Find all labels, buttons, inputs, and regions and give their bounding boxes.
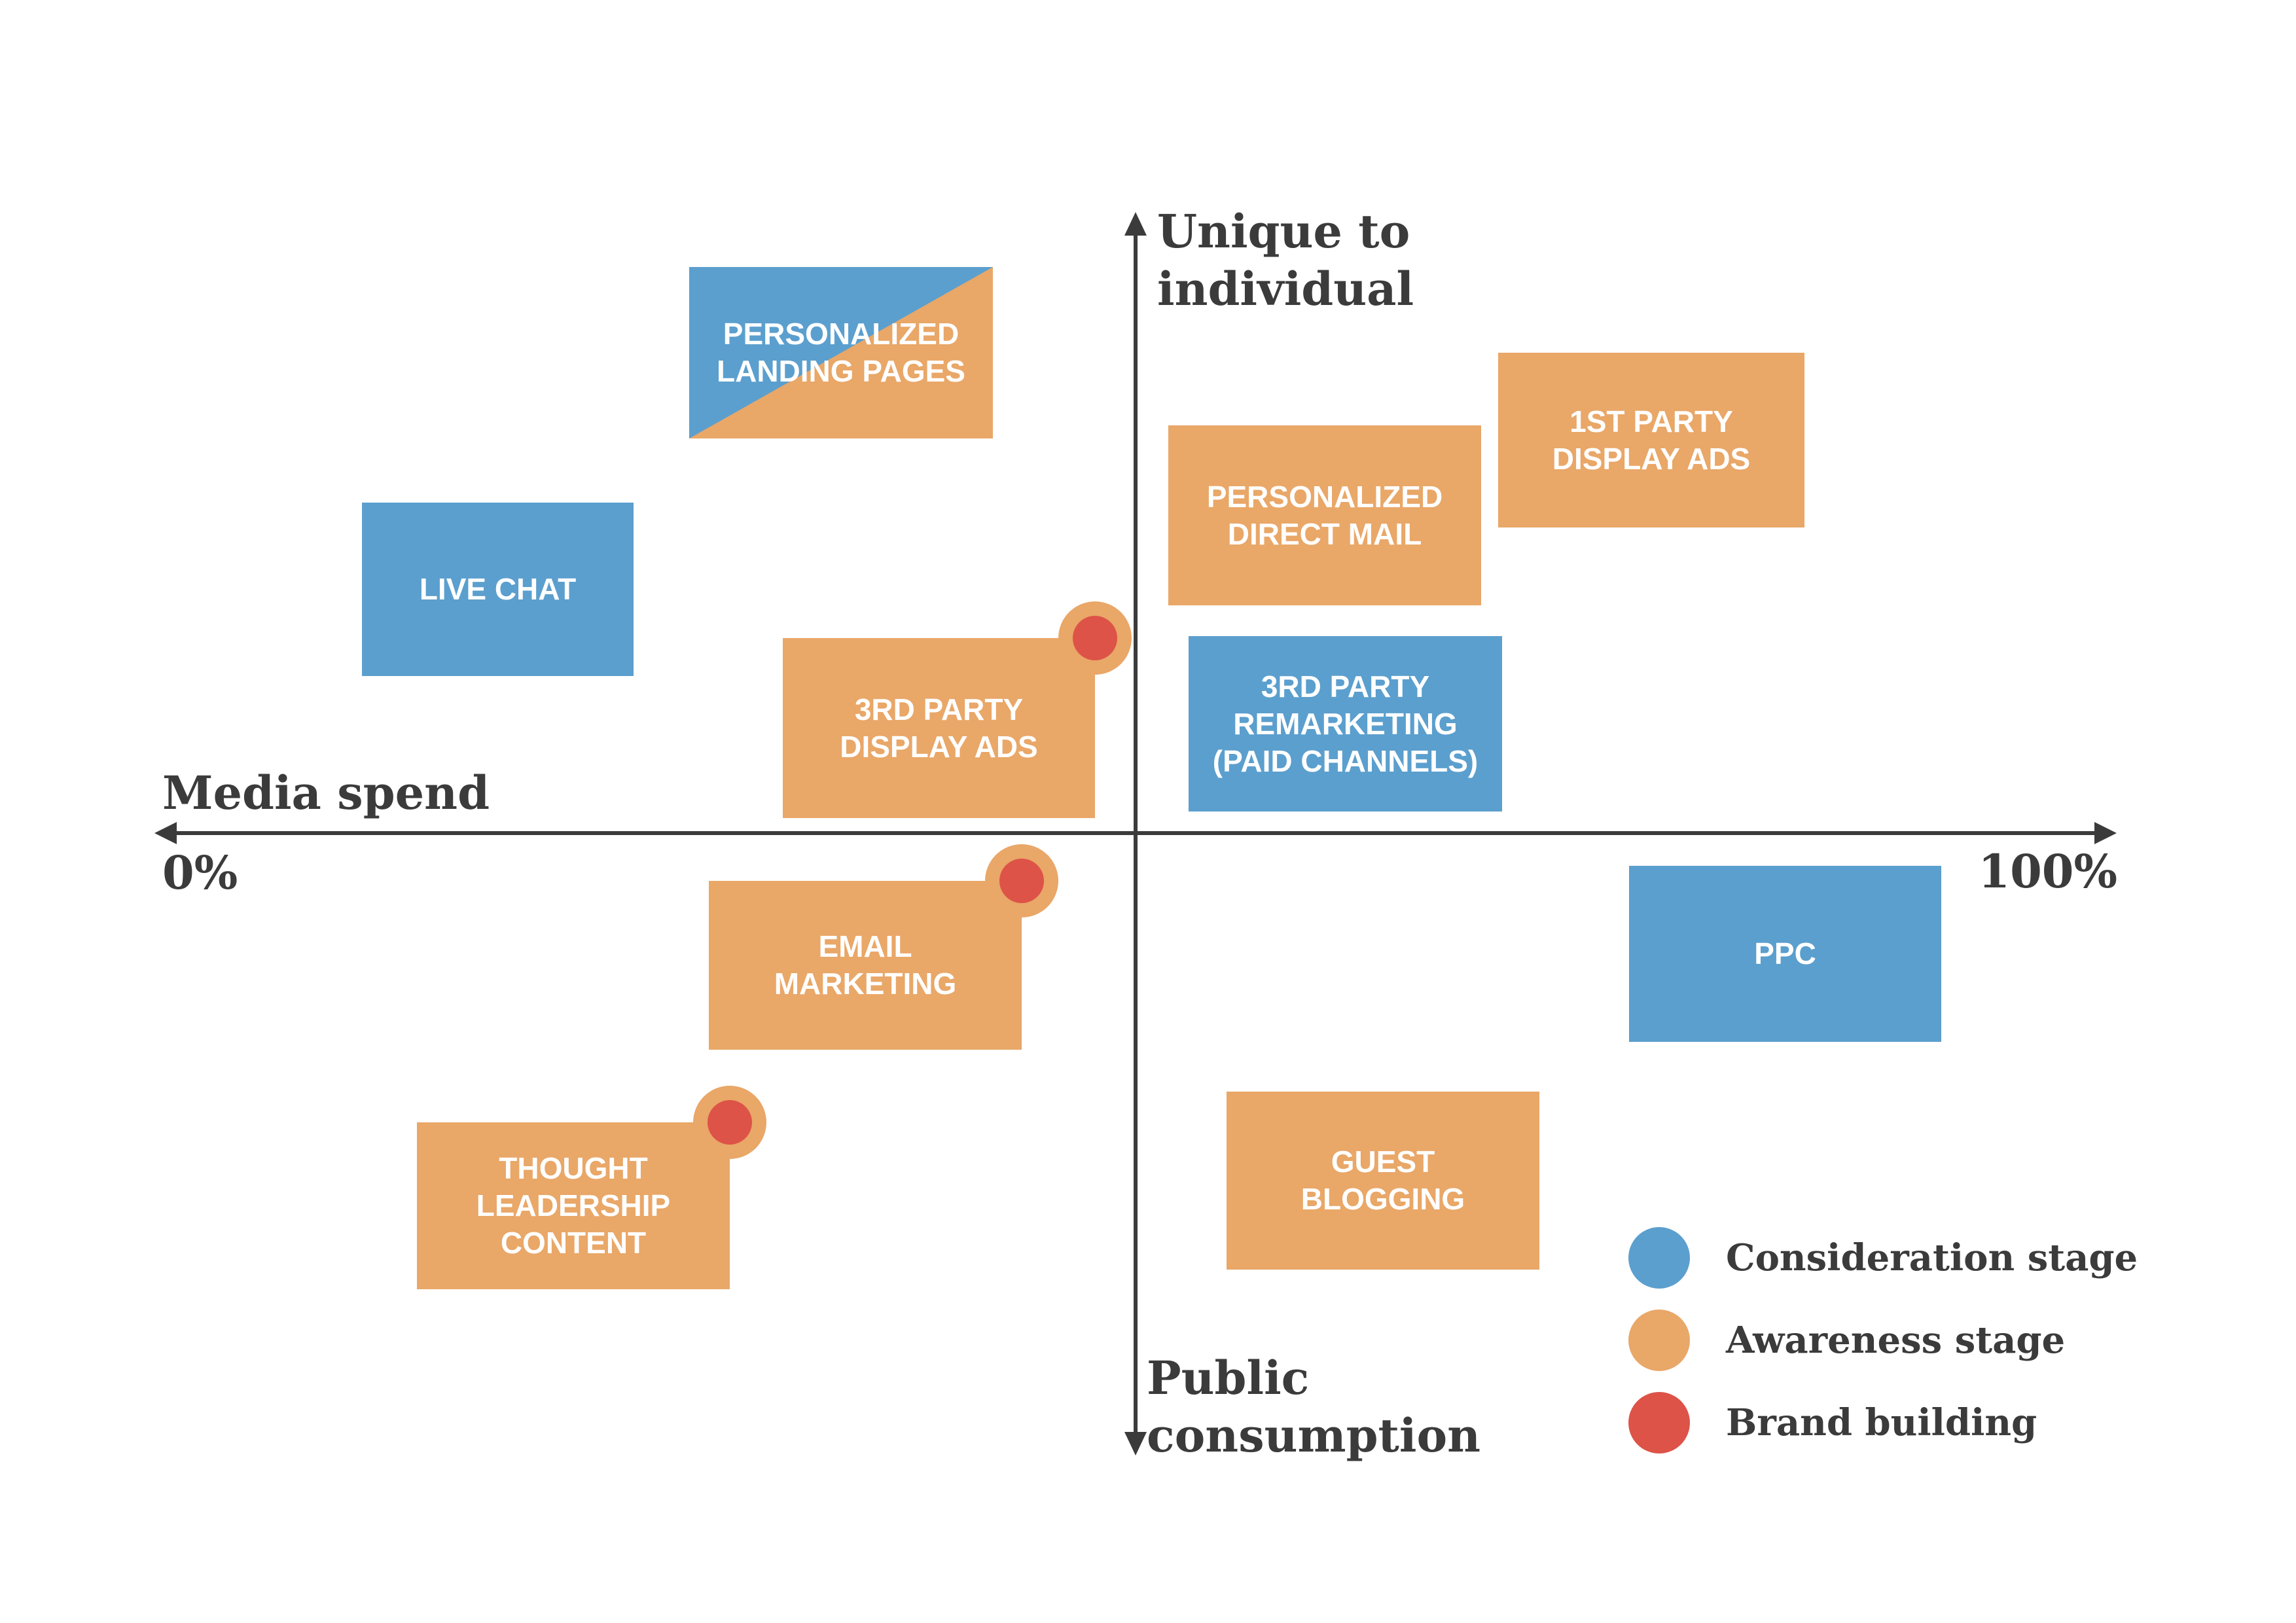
box-label-line: 3RD PARTY — [854, 692, 1024, 726]
box-thought-leadership-content: THOUGHT LEADERSHIP CONTENT — [417, 1122, 730, 1289]
box-3rd-party-display-ads: 3RD PARTY DISPLAY ADS — [783, 638, 1095, 818]
box-personalized-landing-pages: PERSONALIZED LANDING PAGES — [689, 267, 993, 438]
box-label-line: (PAID CHANNELS) — [1212, 743, 1479, 778]
box-label-line: LANDING PAGES — [717, 354, 965, 388]
box-label-line: REMARKETING — [1233, 706, 1458, 741]
box-label-line: EMAIL — [818, 929, 912, 963]
arrow-left-icon — [154, 822, 177, 844]
box-label-line: DIRECT MAIL — [1227, 516, 1422, 551]
box-label-line: THOUGHT — [499, 1151, 648, 1185]
arrow-up-icon — [1124, 212, 1147, 236]
y-axis-top-label-line1: Unique to — [1157, 204, 1410, 259]
brand-building-dot-core — [1073, 616, 1117, 660]
box-3rd-party-remarketing: 3RD PARTY REMARKETING (PAID CHANNELS) — [1189, 636, 1502, 812]
brand-building-dot — [693, 1086, 766, 1159]
legend: Consideration stage Awareness stage Bran… — [1628, 1227, 2138, 1454]
legend-row-brand-building: Brand building — [1628, 1392, 2138, 1454]
x-axis-max-label: 100% — [1978, 844, 2117, 899]
horizontal-axis-line — [170, 831, 2098, 835]
box-ppc: PPC — [1629, 866, 1941, 1042]
box-label-line: PPC — [1754, 936, 1816, 971]
box-label-line: MARKETING — [774, 967, 957, 1001]
box-label-line: PERSONALIZED — [1206, 479, 1443, 514]
legend-label: Consideration stage — [1726, 1236, 2138, 1279]
brand-building-dot — [985, 844, 1058, 918]
box-label-line: PERSONALIZED — [723, 317, 960, 351]
box-label-line: GUEST — [1331, 1145, 1435, 1179]
box-label-line: CONTENT — [500, 1226, 647, 1260]
y-axis-bottom-label-line1: Public — [1147, 1351, 1310, 1405]
box-label-line: 3RD PARTY — [1261, 669, 1430, 704]
consideration-swatch-icon — [1628, 1227, 1690, 1289]
arrow-down-icon — [1124, 1432, 1147, 1455]
box-personalized-direct-mail: PERSONALIZED DIRECT MAIL — [1168, 425, 1481, 605]
legend-label: Brand building — [1726, 1401, 2037, 1444]
box-label-line: BLOGGING — [1300, 1182, 1465, 1216]
legend-label: Awareness stage — [1726, 1319, 2066, 1362]
x-axis-min-label: 0% — [162, 846, 238, 900]
box-label-line: LIVE CHAT — [419, 572, 577, 606]
legend-row-consideration: Consideration stage — [1628, 1227, 2138, 1289]
box-label-line: 1ST PARTY — [1570, 404, 1733, 438]
legend-row-awareness: Awareness stage — [1628, 1310, 2138, 1371]
box-label-line: LEADERSHIP — [476, 1188, 671, 1222]
box-guest-blogging: GUEST BLOGGING — [1227, 1092, 1539, 1270]
arrow-right-icon — [2094, 822, 2117, 844]
brand-building-dot — [1058, 601, 1132, 675]
awareness-swatch-icon — [1628, 1310, 1690, 1371]
brand-building-dot-core — [708, 1100, 752, 1145]
y-axis-top-label: Unique to individual — [1157, 203, 1414, 318]
brand-building-dot-core — [999, 859, 1044, 903]
x-axis-title: Media spend — [162, 766, 490, 820]
y-axis-bottom-label-line2: consumption — [1147, 1408, 1481, 1463]
box-email-marketing: EMAIL MARKETING — [709, 881, 1022, 1050]
box-1st-party-display-ads: 1ST PARTY DISPLAY ADS — [1498, 353, 1804, 527]
box-live-chat: LIVE CHAT — [362, 503, 634, 676]
y-axis-top-label-line2: individual — [1157, 262, 1414, 316]
box-label-line: DISPLAY ADS — [1552, 441, 1751, 476]
box-label-line: DISPLAY ADS — [840, 729, 1038, 764]
y-axis-bottom-label: Public consumption — [1147, 1349, 1480, 1465]
brand-building-swatch-icon — [1628, 1392, 1690, 1454]
